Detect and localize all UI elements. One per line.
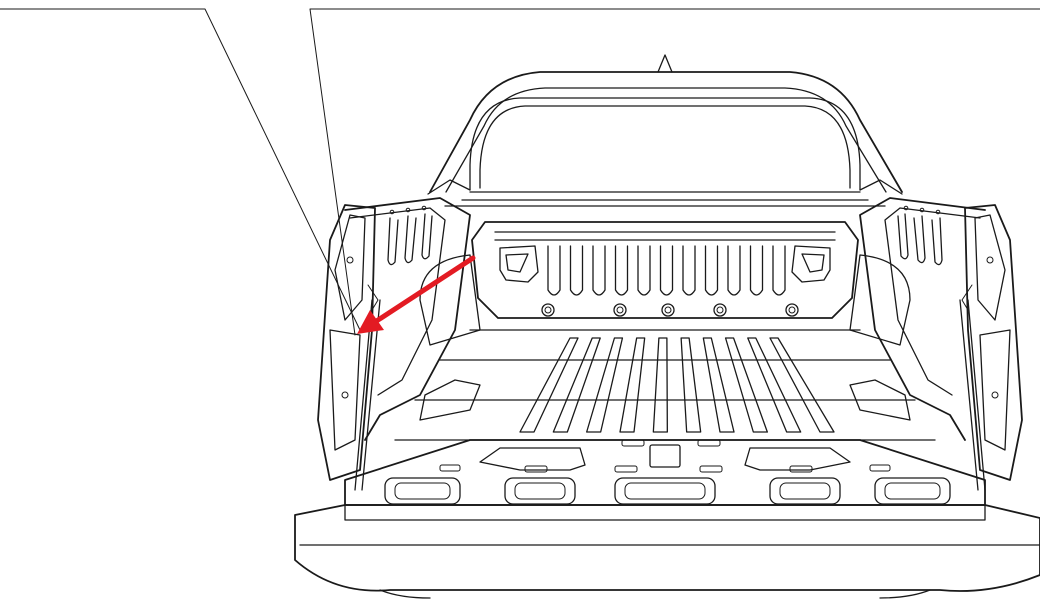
bed-front-wall: [471, 221, 859, 319]
tie-down-bolt: [785, 303, 799, 317]
tailgate-pocket: [769, 477, 841, 505]
tie-down-bolt: [613, 303, 627, 317]
floor-rib: [702, 337, 735, 433]
front-wall-rib: [637, 245, 651, 296]
tailgate-pocket-inner: [394, 482, 451, 500]
cab-rear: [444, 191, 886, 207]
front-wall-rib: [682, 245, 696, 296]
tie-down-bolt-inner: [788, 306, 796, 314]
floor-rib: [652, 337, 668, 433]
roll-bar: [427, 54, 903, 195]
tie-down-bolt: [541, 303, 555, 317]
tailgate-pockets: [384, 477, 951, 505]
floor-rib: [680, 337, 702, 433]
tailgate-pocket: [874, 477, 951, 505]
front-wall-ribs: [547, 245, 786, 296]
tailgate-pocket-inner: [624, 482, 706, 500]
floor-rib: [724, 337, 768, 433]
arrow-icon: [357, 255, 476, 334]
tailgate-pocket: [504, 477, 576, 505]
front-wall-rib: [569, 245, 584, 296]
front-wall-rib: [704, 245, 719, 296]
front-wall-tie-downs: [541, 303, 799, 317]
rear-bumper: [294, 504, 1040, 599]
tailgate-pocket: [384, 477, 461, 505]
floor-rib: [586, 337, 624, 433]
callout-leader-right: [309, 8, 1040, 336]
front-wall-rib: [727, 245, 741, 296]
bed-side-wall-left: [344, 197, 481, 441]
tail-light-right: [961, 204, 1023, 481]
tailgate-pocket: [614, 477, 716, 505]
tie-down-bolt-inner: [544, 306, 552, 314]
tie-down-bolt-inner: [716, 306, 724, 314]
tailgate: [344, 439, 986, 506]
tailgate-pocket-inner: [514, 482, 566, 500]
tail-light-left: [317, 204, 379, 481]
bed-floor: [394, 329, 936, 441]
tailgate-struts: [354, 299, 986, 491]
tie-down-bolt-inner: [664, 306, 672, 314]
tie-down-bolt: [713, 303, 727, 317]
front-wall-rib: [659, 245, 674, 296]
front-wall-rib: [772, 245, 786, 296]
floor-rib: [619, 337, 646, 433]
tailgate-pocket-inner: [779, 482, 831, 500]
front-wall-rib: [592, 245, 606, 296]
floor-rib: [769, 337, 835, 433]
floor-rib: [552, 337, 601, 433]
bed-floor-ribs: [519, 337, 835, 433]
callout-leaders: [0, 8, 1040, 336]
tailgate-pocket-inner: [884, 482, 941, 500]
front-wall-rib: [547, 245, 561, 296]
bed-side-wall-right: [849, 197, 986, 441]
floor-rib: [519, 337, 579, 433]
tie-down-bolt-inner: [616, 306, 624, 314]
front-wall-rib: [614, 245, 629, 296]
callout-leader-left: [0, 8, 361, 331]
floor-rib: [747, 337, 802, 433]
tie-down-bolt: [661, 303, 675, 317]
front-wall-rib: [749, 245, 764, 296]
